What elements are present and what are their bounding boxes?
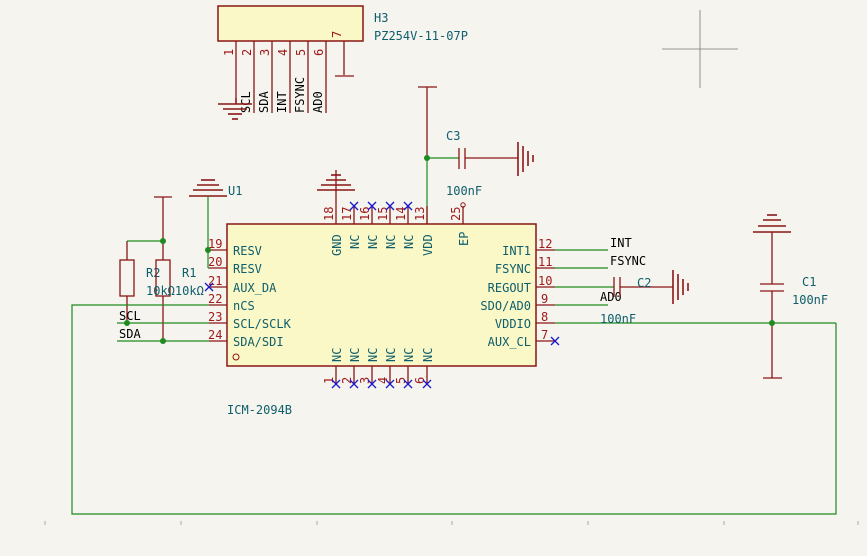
u1-pin-8-num: 8 — [541, 310, 548, 324]
net-label-fsync: FSYNC — [610, 254, 646, 268]
u1-pin-20-num: 20 — [208, 255, 222, 269]
gnd-symbol-c3 — [517, 142, 534, 176]
c1-value: 100nF — [792, 293, 828, 307]
sheet-border-ticks — [44, 521, 859, 525]
u1-pin-aux-cl: AUX_CL — [488, 335, 531, 349]
u1-pin-resv-19: RESV — [233, 244, 262, 258]
u1-pin-int1: INT1 — [502, 244, 531, 258]
h3-ref: H3 — [374, 11, 388, 25]
u1-pin-4-num: 4 — [376, 377, 390, 384]
u1-pin-2-num: 2 — [340, 377, 354, 384]
u1-pin-23-num: 23 — [208, 310, 222, 324]
u1-pin-10-num: 10 — [538, 274, 552, 288]
capacitor-c1[interactable]: C1 100nF — [760, 232, 828, 379]
h3-pin6: 6 — [312, 49, 326, 56]
u1-pin-25-num: 25 — [449, 207, 463, 221]
u1-pin-regout: REGOUT — [488, 281, 531, 295]
u1-pin-nc-2: NC — [348, 348, 362, 362]
u1-pin-nc-5: NC — [402, 348, 416, 362]
u1-pin-resv-20: RESV — [233, 262, 262, 276]
resistor-r1[interactable]: R1 — [154, 196, 196, 341]
r1-ref: R1 — [182, 266, 196, 280]
c3-value: 100nF — [446, 184, 482, 198]
u1-pin-24-num: 24 — [208, 328, 222, 342]
u1-pin-22-num: 22 — [208, 292, 222, 306]
connector-h3[interactable]: H3 PZ254V-11-07P 1 2 3 4 5 6 7 SCL SDA I… — [217, 5, 468, 113]
u1-pin-scl-sclk: SCL/SCLK — [233, 317, 292, 331]
u1-pin-sdo-ad0: SDO/AD0 — [480, 299, 531, 313]
gnd-symbol-u1-top — [317, 170, 355, 206]
net-label-scl-top: SCL — [239, 91, 253, 113]
u1-pin-3-num: 3 — [358, 377, 372, 384]
r2-ref: R2 — [146, 266, 160, 280]
capacitor-c3[interactable]: C3 100nF — [446, 129, 518, 198]
u1-pin-vddio: VDDIO — [495, 317, 531, 331]
u1-pin-5-num: 5 — [394, 377, 408, 384]
u1-pin-nc-4: NC — [384, 348, 398, 362]
net-label-scl: SCL — [119, 309, 141, 323]
r-values-overlap: 10kΩ10kΩ — [146, 284, 204, 298]
u1-pin-13-num: 13 — [413, 207, 427, 221]
c2-ref: C2 — [637, 276, 651, 290]
net-label-int-top: INT — [275, 91, 289, 113]
gnd-symbol-c2 — [672, 270, 689, 304]
u1-pin-vdd: VDD — [421, 234, 435, 256]
u1-pin-18-num: 18 — [322, 207, 336, 221]
h3-pin3: 3 — [258, 49, 272, 56]
c2-value: 100nF — [600, 312, 636, 326]
no-connect-markers — [204, 201, 560, 389]
u1-pin-nc-14: NC — [402, 235, 416, 249]
gnd-symbol-u1-left — [189, 179, 227, 269]
c1-ref: C1 — [802, 275, 816, 289]
u1-pin-11-num: 11 — [538, 255, 552, 269]
u1-pin-nc-3: NC — [366, 348, 380, 362]
u1-pin-aux-da: AUX_DA — [233, 281, 277, 295]
vddio-loop-wire — [71, 304, 837, 515]
gnd-symbol-h3 — [218, 98, 252, 120]
vdd-power-line — [418, 86, 459, 224]
u1-pin-nc-15: NC — [384, 235, 398, 249]
net-label-int: INT — [610, 236, 632, 250]
h3-pin2: 2 — [240, 49, 254, 56]
u1-pin-gnd: GND — [330, 234, 344, 256]
u1-pin-1-num: 1 — [322, 377, 336, 384]
gnd-symbol-c1 — [753, 214, 791, 233]
u1-pin-19-num: 19 — [208, 237, 222, 251]
ic-u1[interactable]: U1 ICM-2094B 19 20 21 22 23 24 RESV RESV… — [208, 184, 555, 417]
u1-pin-nc-1: NC — [330, 348, 344, 362]
u1-ref: U1 — [228, 184, 242, 198]
net-label-sda: SDA — [119, 327, 141, 341]
h3-pin4: 4 — [276, 49, 290, 56]
h3-pin7: 7 — [330, 31, 344, 38]
u1-pin-nc-16: NC — [366, 235, 380, 249]
u1-pin-nc-6: NC — [421, 348, 435, 362]
u1-pin-6-num: 6 — [413, 377, 427, 384]
u1-pin-9-num: 9 — [541, 292, 548, 306]
crosshair-cursor — [662, 10, 738, 88]
u1-value: ICM-2094B — [227, 403, 292, 417]
right-side-nets: INT FSYNC AD0 — [555, 236, 836, 324]
c3-ref: C3 — [446, 129, 460, 143]
u1-pin-sda-sdi: SDA/SDI — [233, 335, 284, 349]
net-label-ad0-top: AD0 — [311, 91, 325, 113]
u1-pin-12-num: 12 — [538, 237, 552, 251]
pullup-wiring: SCL SDA — [117, 238, 209, 344]
u1-pin-fsync: FSYNC — [495, 262, 531, 276]
net-label-ad0: AD0 — [600, 290, 622, 304]
u1-pin-ncs: nCS — [233, 299, 255, 313]
h3-pin1: 1 — [222, 49, 236, 56]
u1-pin-7-num: 7 — [541, 328, 548, 342]
net-label-sda-top: SDA — [257, 91, 271, 113]
capacitor-c2[interactable]: C2 100nF — [600, 276, 673, 326]
resistor-r2[interactable]: R2 — [119, 241, 160, 323]
h3-value: PZ254V-11-07P — [374, 29, 468, 43]
net-label-fsync-top: FSYNC — [293, 77, 307, 113]
h3-pin5: 5 — [294, 49, 308, 56]
u1-pin-nc-17: NC — [348, 235, 362, 249]
u1-pin-ep: EP — [457, 232, 471, 246]
